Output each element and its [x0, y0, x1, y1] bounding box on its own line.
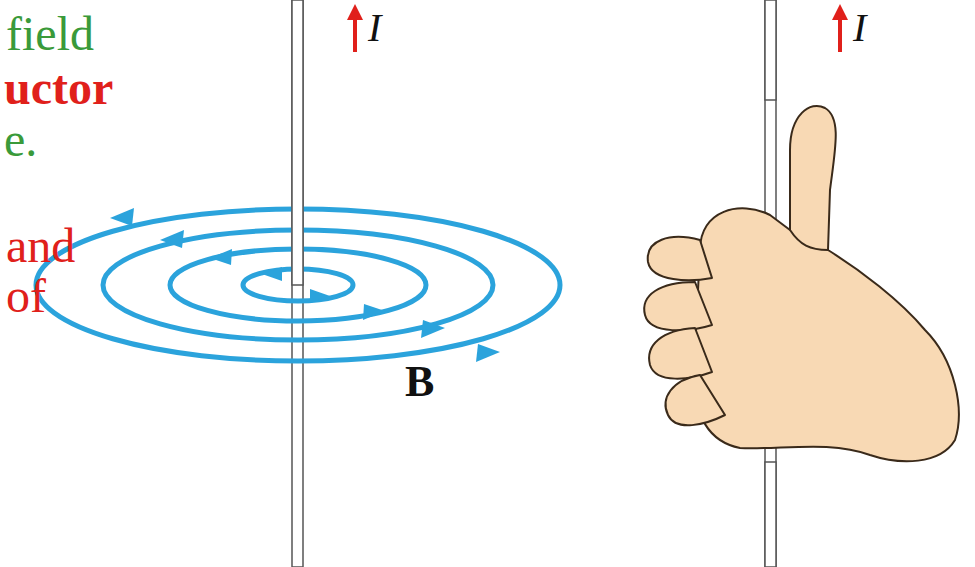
slide-text: of	[6, 272, 46, 320]
right-hand	[644, 106, 959, 461]
field-label: B	[405, 360, 434, 404]
field-arrows	[110, 208, 500, 362]
slide-text: and	[6, 222, 75, 270]
wire	[765, 462, 776, 567]
wire	[765, 0, 776, 100]
slide-text: field	[6, 10, 94, 58]
wire	[292, 0, 303, 567]
wire	[292, 0, 303, 285]
current-label: I	[853, 8, 866, 48]
slide-text: uctor	[4, 64, 113, 112]
current-label: I	[368, 8, 381, 48]
slide-text: e.	[4, 116, 37, 164]
